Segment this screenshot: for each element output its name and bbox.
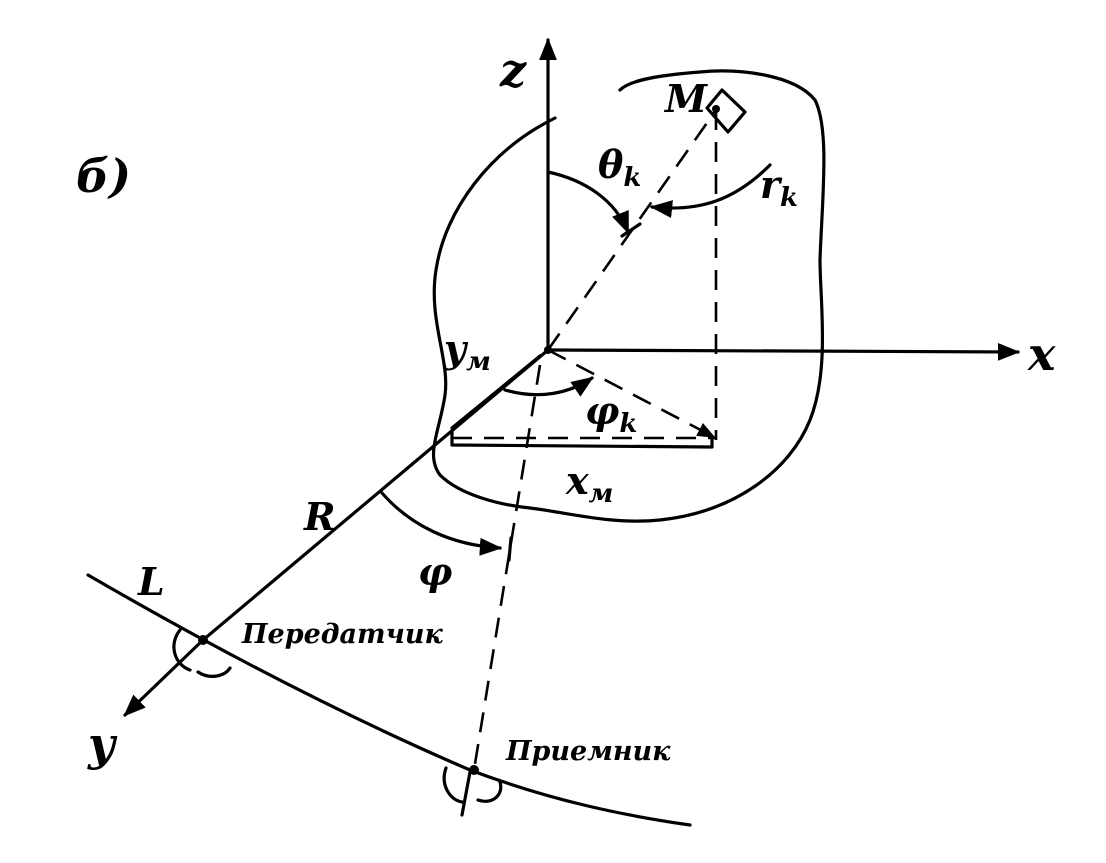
- transmitter-symbol-arc-right: [196, 666, 232, 678]
- theta-k-tick: [620, 222, 642, 238]
- point-M-dot: [712, 105, 720, 113]
- trajectory-L: [86, 573, 692, 827]
- y-axis-arrow: [123, 638, 205, 717]
- receiver-ray-dashed: [472, 364, 542, 771]
- phi-arc: [380, 491, 503, 556]
- target-body-outline: [431, 69, 826, 523]
- x-m-bracket: [450, 430, 714, 449]
- x-axis-label: x: [1027, 327, 1056, 381]
- trajectory-L-label: L: [137, 559, 165, 604]
- receiver-symbol-stem: [460, 770, 472, 817]
- receiver-label: Приемник: [505, 736, 671, 767]
- receiver-symbol-arc-right: [476, 780, 503, 803]
- y-axis-label: y: [87, 717, 118, 771]
- phi-label: φ: [418, 549, 452, 594]
- transmitter-label: Передатчик: [241, 619, 444, 650]
- r-k-label: rk: [760, 162, 798, 213]
- transmitter-symbol-arc-left: [172, 628, 192, 672]
- receiver-symbol-arc-left: [442, 766, 464, 804]
- phi-tick: [507, 536, 513, 562]
- x-axis: [546, 342, 1021, 361]
- phi-k-arc: [503, 376, 594, 397]
- panel-label: б): [76, 149, 131, 203]
- theta-k-arc: [546, 170, 630, 235]
- x-m-label: xм: [565, 458, 613, 509]
- surface-element: [705, 88, 747, 134]
- origin-dot: [544, 346, 552, 354]
- r-k-pointer: [649, 163, 772, 218]
- R-label: R: [303, 494, 336, 539]
- transmitter-dot: [198, 635, 208, 645]
- y-m-label: yм: [443, 326, 491, 377]
- z-axis-label: z: [499, 43, 527, 97]
- phi-k-label: φk: [585, 388, 637, 439]
- point-M-label: M: [663, 76, 708, 121]
- theta-k-label: θk: [598, 142, 641, 193]
- y-m-offset-line: [450, 354, 542, 430]
